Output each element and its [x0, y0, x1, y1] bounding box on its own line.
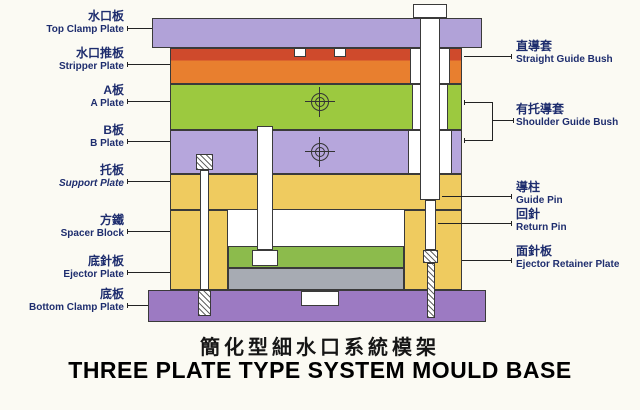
label-en: Guide Pin	[516, 195, 563, 206]
leader-ejector-retainer-plate	[462, 258, 512, 263]
leader-bottom-clamp-plate	[127, 303, 148, 308]
label-en: B Plate	[90, 138, 124, 149]
label-en: Spacer Block	[60, 228, 124, 239]
leader-shoulder-guide-bush	[492, 118, 514, 123]
label-zh: 水口板	[87, 9, 124, 23]
screw-right-head	[423, 250, 438, 263]
label-zh: 導柱	[516, 180, 541, 194]
guide-pin-body	[420, 18, 440, 200]
label-en: Bottom Clamp Plate	[28, 302, 124, 313]
leader-a-plate	[127, 99, 170, 104]
center-hole-mark-b	[305, 137, 335, 167]
ejector-plate	[228, 268, 404, 290]
label-en: Return Pin	[516, 222, 567, 233]
label-b-plate: B板 B Plate	[90, 124, 124, 150]
label-en: Top Clamp Plate	[46, 24, 124, 35]
label-ejector-plate: 底針板 Ejector Plate	[63, 255, 124, 281]
leader-stripper-plate	[127, 62, 170, 67]
screw-right-shaft	[427, 263, 435, 318]
center-hole-mark-a	[305, 87, 335, 117]
label-zh: A板	[103, 83, 124, 97]
label-return-pin: 回針 Return Pin	[516, 208, 567, 234]
support-screw-shaft	[200, 170, 209, 290]
leader-shoulder-bush-bottom	[464, 138, 492, 143]
leader-shoulder-bush-bracket	[492, 102, 493, 141]
leader-ejector-plate	[127, 270, 170, 275]
ejector-space	[228, 210, 404, 246]
support-screw-head	[196, 154, 213, 170]
label-a-plate: A板 A Plate	[90, 84, 124, 110]
label-support-plate: 托板 Support Plate	[59, 164, 124, 190]
title-chinese: 簡化型細水口系統模架	[200, 337, 440, 359]
leader-shoulder-bush-top	[464, 100, 492, 105]
label-en: Ejector Plate	[63, 269, 124, 280]
label-zh: 托板	[99, 163, 124, 177]
bottom-center-hole	[301, 291, 339, 306]
label-en: Stripper Plate	[58, 61, 124, 72]
label-zh: 底板	[99, 287, 124, 301]
label-zh: 回針	[516, 207, 541, 221]
label-straight-guide-bush: 直導套 Straight Guide Bush	[516, 40, 613, 66]
label-en: Shoulder Guide Bush	[516, 117, 619, 128]
label-zh: 面針板	[516, 244, 553, 258]
sprue-notch-left	[294, 48, 306, 57]
support-screw-tip	[198, 290, 211, 316]
leader-spacer-block	[127, 229, 170, 234]
sprue-notch-right	[334, 48, 346, 57]
label-shoulder-guide-bush: 有托導套 Shoulder Guide Bush	[516, 103, 618, 129]
label-bottom-clamp-plate: 底板 Bottom Clamp Plate	[29, 288, 124, 314]
support-plate	[170, 174, 462, 210]
label-zh: 底針板	[87, 254, 124, 268]
label-zh: B板	[103, 123, 124, 137]
leader-return-pin	[438, 221, 512, 226]
guide-pin-cap	[413, 4, 447, 18]
label-top-clamp-plate: 水口板 Top Clamp Plate	[46, 10, 124, 36]
label-en: Straight Guide Bush	[516, 54, 613, 65]
leader-guide-pin	[442, 194, 512, 199]
label-zh: 直導套	[516, 39, 553, 53]
label-en: Ejector Retainer Plate	[516, 259, 620, 270]
return-pin-middle-body	[257, 126, 273, 250]
label-spacer-block: 方鐵 Spacer Block	[61, 214, 124, 240]
label-zh: 有托導套	[516, 102, 565, 116]
leader-straight-guide-bush	[464, 54, 512, 59]
return-pin-right	[425, 200, 436, 250]
label-stripper-plate: 水口推板 Stripper Plate	[59, 47, 124, 73]
title-english: THREE PLATE TYPE SYSTEM MOULD BASE	[68, 357, 572, 383]
label-guide-pin: 導柱 Guide Pin	[516, 181, 563, 207]
label-zh: 水口推板	[75, 46, 124, 60]
label-ejector-retainer-plate: 面針板 Ejector Retainer Plate	[516, 245, 619, 271]
label-en: A Plate	[90, 98, 124, 109]
leader-support-plate	[127, 179, 170, 184]
label-zh: 方鐵	[99, 213, 124, 227]
label-en: Support Plate	[58, 178, 124, 189]
return-pin-middle-cap	[252, 250, 278, 266]
leader-top-clamp-plate	[127, 26, 152, 31]
leader-b-plate	[127, 139, 170, 144]
spacer-block-left	[170, 210, 228, 290]
